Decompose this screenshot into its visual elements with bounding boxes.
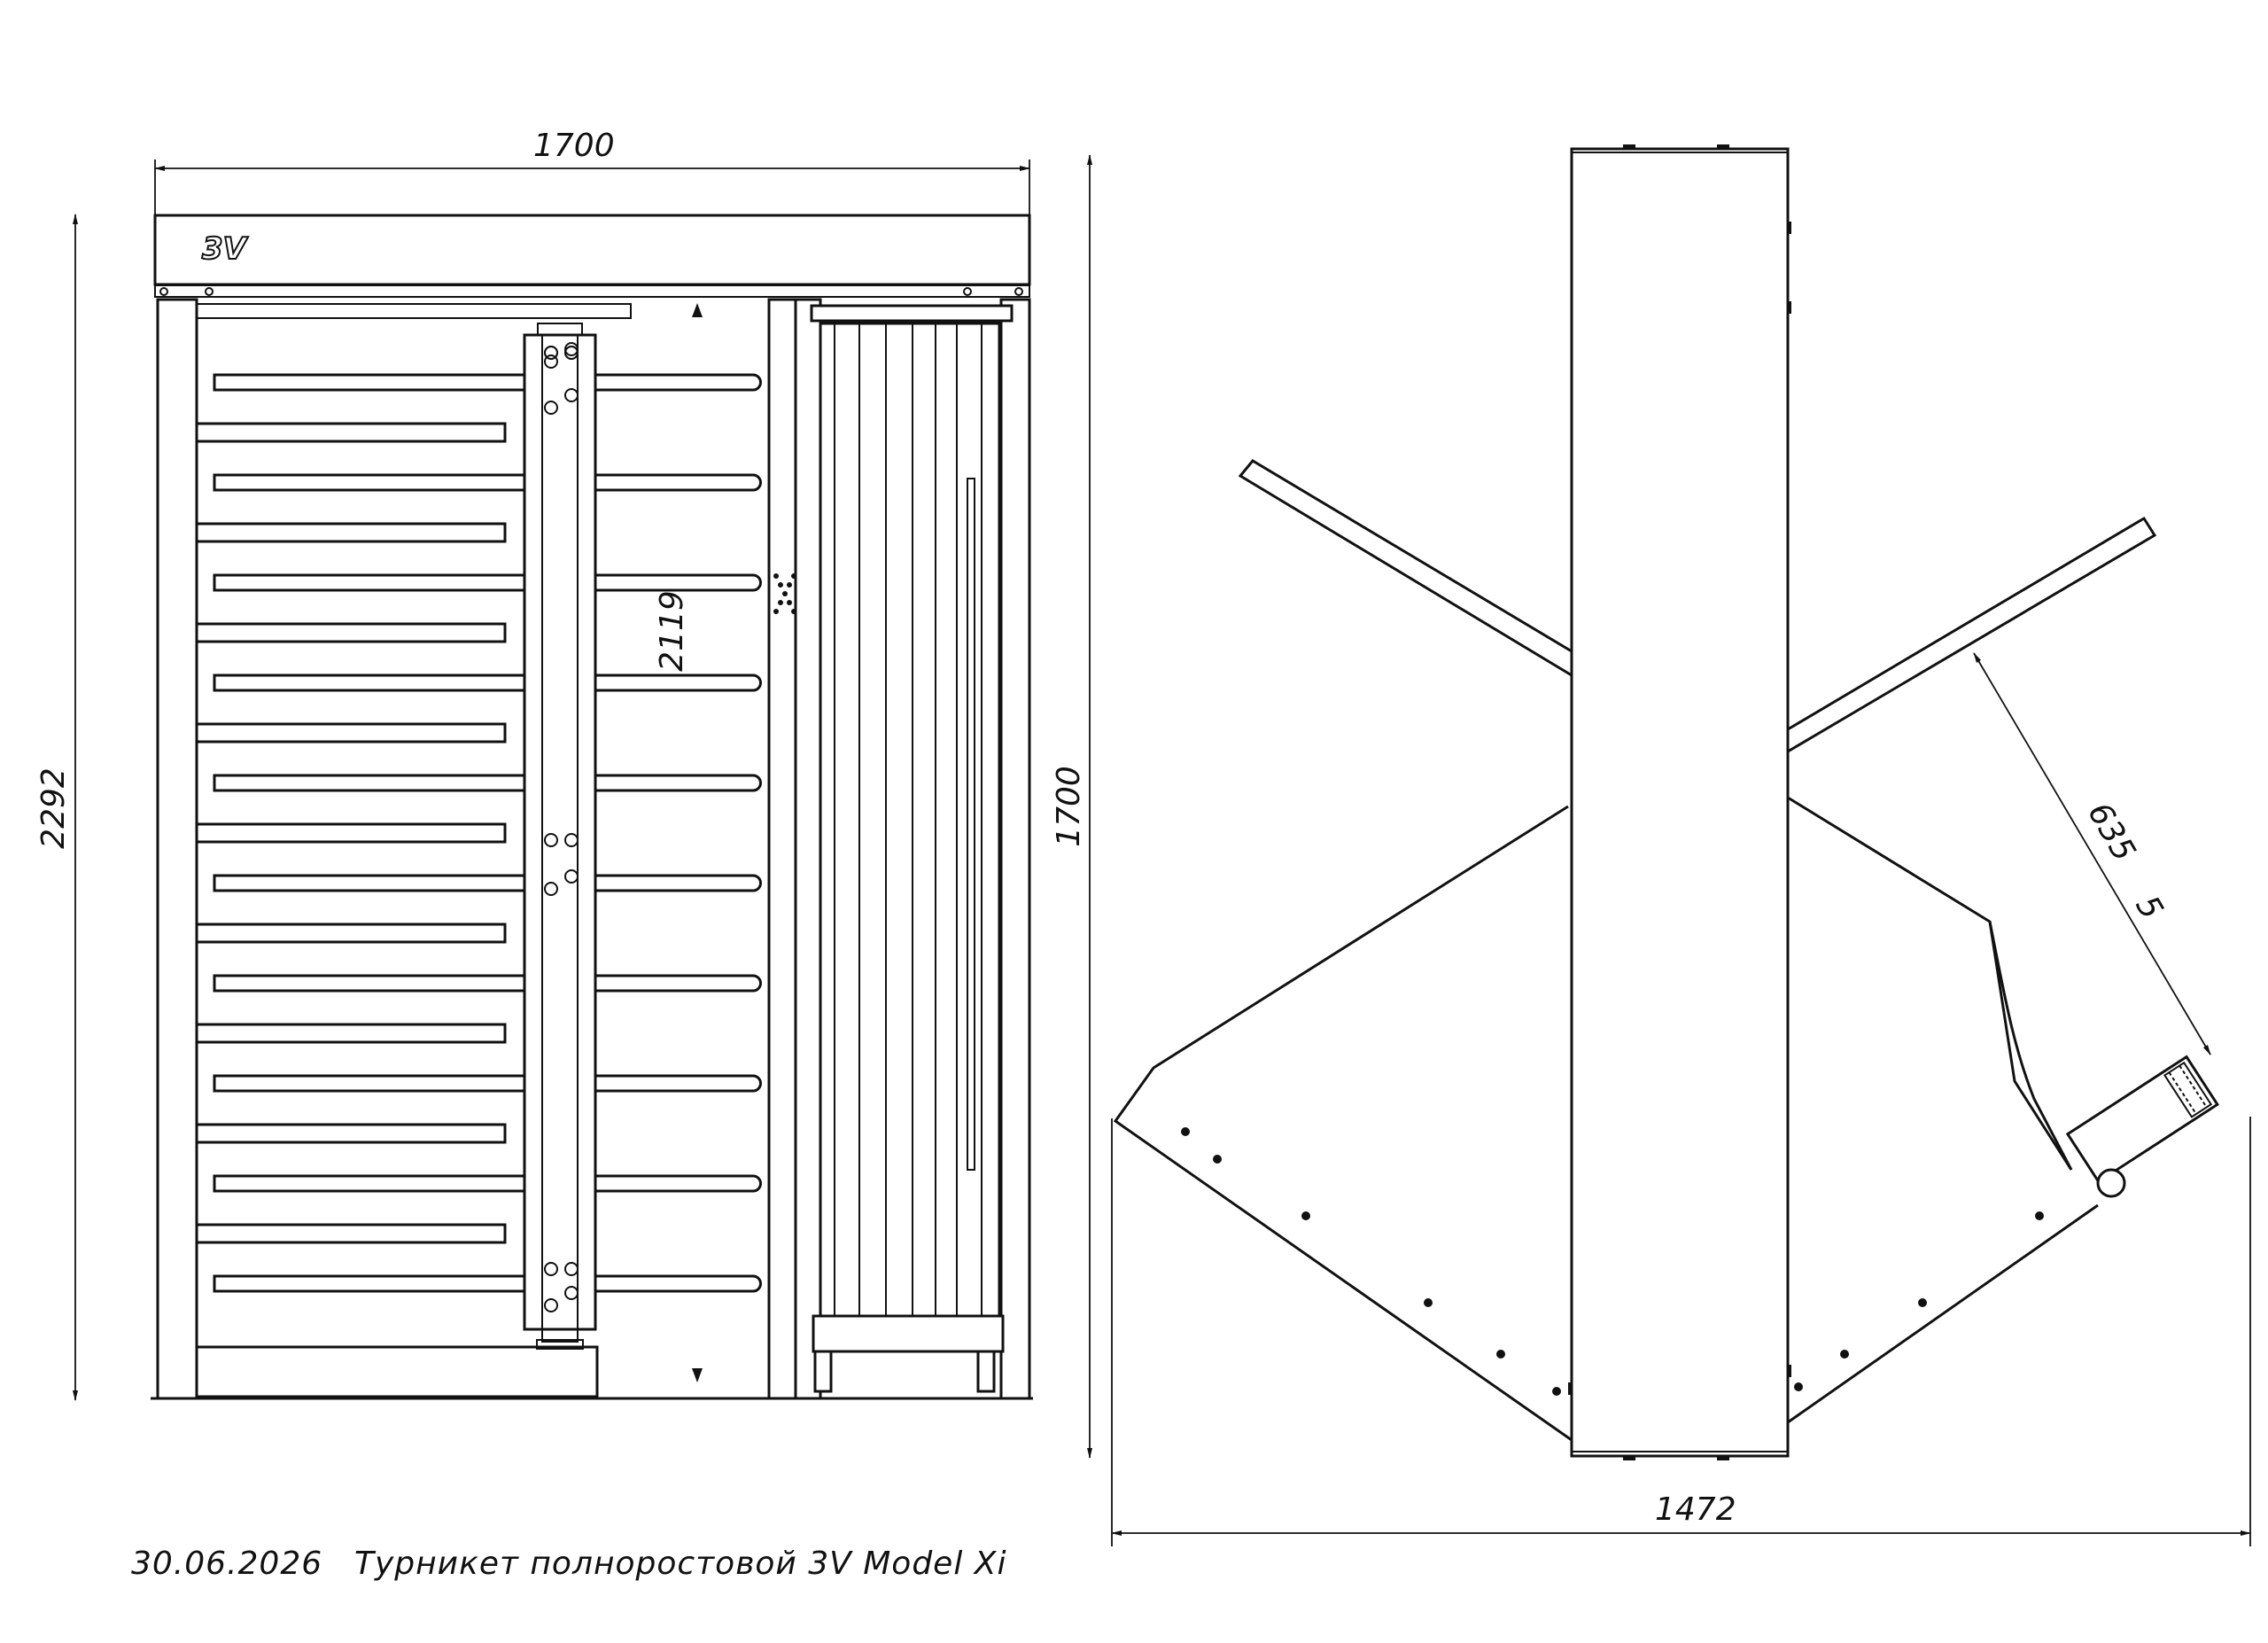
rotor-arm-right (594, 874, 762, 892)
rotor-arm-right (594, 674, 762, 692)
drawing-title: Турникет полноростовой 3V Model Xi (354, 1546, 1006, 1582)
right-frame-post-inner (767, 298, 797, 1400)
mounting-hole (1794, 1382, 1803, 1391)
bolt (564, 869, 579, 884)
rotor-arm-right (594, 1274, 762, 1293)
rotor-cap-top (537, 323, 583, 336)
bolt (564, 388, 579, 402)
right-frame-post-outer (999, 298, 1031, 1400)
bolt (544, 346, 558, 360)
sensor-icon (773, 573, 796, 614)
front-height-label: 2292 (35, 767, 72, 849)
rotor-bolts (544, 342, 579, 1312)
bolt (544, 1262, 558, 1276)
rotor-arm-right (594, 774, 762, 792)
bolt (564, 346, 579, 360)
bolt (544, 882, 558, 896)
fixed-bar (195, 1123, 507, 1144)
arm-length-label: 635 (2080, 797, 2142, 868)
rotor-arm-right (594, 573, 762, 592)
rotor-arm-right (594, 1174, 762, 1193)
rotor-arm-right (594, 1074, 762, 1093)
canopy-rail (154, 284, 1030, 298)
rotor-cap-bottom (541, 1328, 579, 1343)
arm-length-dimension: 635 5 (1973, 652, 2211, 1055)
bolt (544, 354, 558, 369)
front-width-label: 1700 (533, 128, 615, 164)
fixed-bars (195, 422, 507, 1244)
rotor-arm-left (213, 473, 526, 492)
brand-logo: 3V (202, 231, 249, 267)
bolt (564, 1262, 579, 1276)
fixed-bar (195, 822, 507, 844)
bolt (544, 401, 558, 415)
mounting-holes (1181, 1127, 2044, 1396)
rotor-arm-left (213, 373, 526, 392)
rotor-arm-right (594, 974, 762, 993)
rotor-arm-left (213, 1074, 526, 1093)
rotor-arm-left (213, 1274, 526, 1293)
side-cabinet (810, 304, 1014, 1393)
fixed-bar (195, 923, 507, 944)
fixed-bar (195, 1023, 507, 1044)
top-height-dimension: 1700 (1051, 154, 1092, 1459)
passage-height-dimension: 2119 (654, 303, 703, 1382)
bolt (564, 342, 579, 356)
bolt (544, 833, 558, 847)
mounting-hole (2035, 1211, 2044, 1220)
mounting-hole (1840, 1350, 1849, 1359)
offset-label: 5 (2128, 890, 2170, 925)
top-width-label: 1472 (1655, 1491, 1736, 1528)
rotor-base (195, 1345, 599, 1398)
mounting-hole (1496, 1350, 1505, 1359)
front-height-dimension: 2292 (35, 214, 78, 1401)
fixed-bar (195, 622, 507, 643)
mounting-hole (1552, 1387, 1561, 1396)
rotor-arm-right (594, 373, 762, 392)
mounting-hole (1213, 1155, 1222, 1164)
top-height-label: 1700 (1051, 766, 1087, 847)
right-frame-post-mid (794, 298, 822, 1400)
rotor-column (523, 333, 597, 1331)
fixed-bar (195, 1223, 507, 1244)
front-view: 1700 2292 3V (35, 128, 1033, 1401)
rotor-arm-left (213, 874, 526, 892)
rotor-arm-left (213, 1174, 526, 1193)
mounting-hole (1181, 1127, 1190, 1136)
front-width-dimension: 1700 (154, 128, 1030, 217)
fixed-bar (195, 522, 507, 543)
mounting-hole (1918, 1298, 1927, 1307)
mounting-hole (1424, 1298, 1433, 1307)
rotor-arm-left (213, 774, 526, 792)
top-canopy (153, 214, 1031, 286)
left-post (156, 298, 198, 1400)
fixed-bar (195, 422, 507, 443)
bolt (564, 833, 579, 847)
top-width-dimension: 1472 (1111, 1117, 2251, 1546)
passage-height-label: 2119 (654, 590, 690, 672)
bolt (564, 1286, 579, 1300)
rotor-arm-right (594, 473, 762, 492)
fixed-bar (195, 722, 507, 744)
drawing-date: 30.06.2026 (131, 1546, 322, 1582)
rotor-top-plate (196, 303, 632, 319)
reader-knob (2096, 1168, 2126, 1198)
mounting-hole (1301, 1211, 1310, 1220)
bolt (544, 1298, 558, 1312)
rotor-arm-left (213, 974, 526, 993)
top-view: 1700 1472 635 5 (1051, 144, 2251, 1546)
central-post (1570, 147, 1790, 1458)
rotor-arm-left (213, 573, 526, 592)
rotor-arms (213, 373, 762, 1293)
card-reader-box (2065, 1055, 2219, 1184)
rotor-arm-left (213, 674, 526, 692)
